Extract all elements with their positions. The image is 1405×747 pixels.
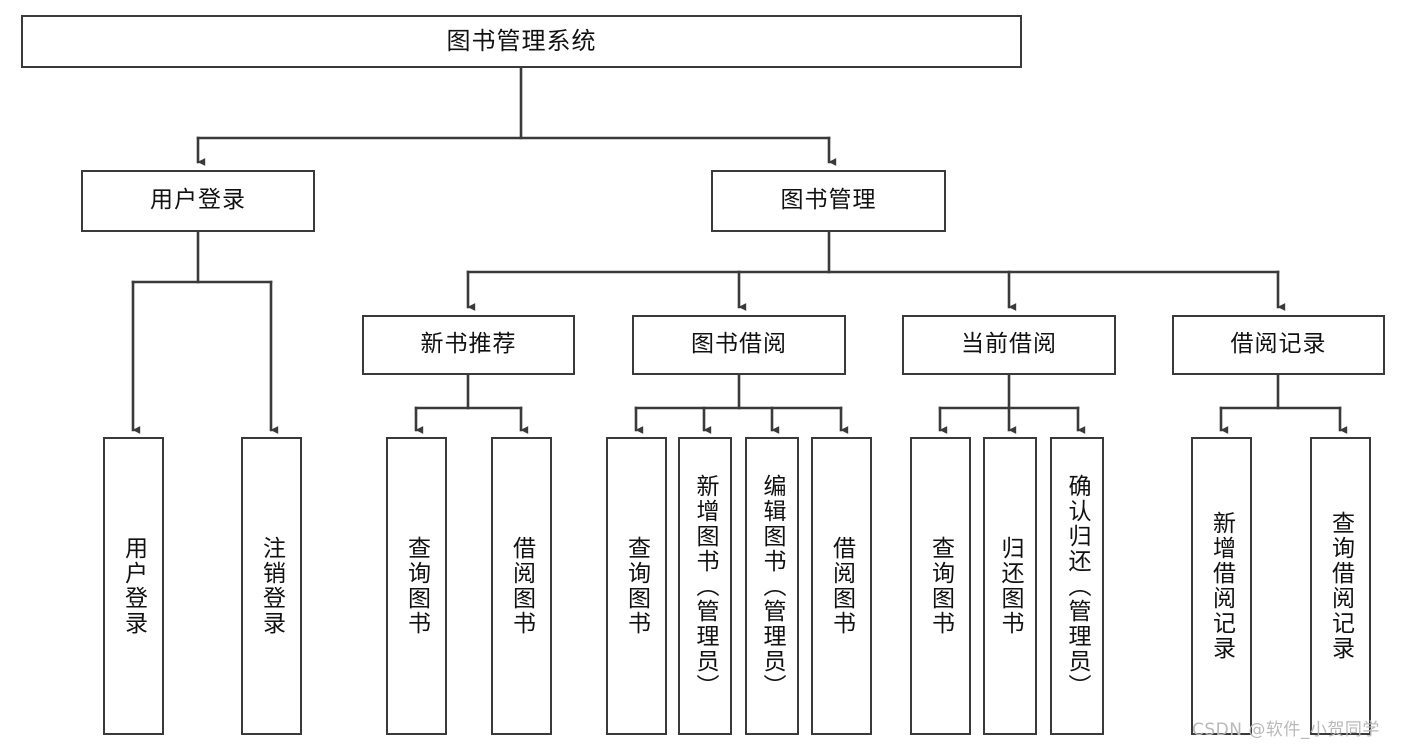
node-label: 图书管理系统 xyxy=(446,27,597,56)
node-user-login[interactable]: 用户登录 xyxy=(81,170,315,232)
leaf-user-login-logout[interactable]: 注销登录 xyxy=(241,437,302,735)
node-label: 查询借阅记录 xyxy=(1327,511,1354,661)
node-label: 新书推荐 xyxy=(420,331,517,358)
leaf-current-borrow-query[interactable]: 查询图书 xyxy=(910,437,971,735)
leaf-book-borrow-edit[interactable]: 编辑图书（管理员） xyxy=(745,437,799,735)
leaf-borrow-record-add[interactable]: 新增借阅记录 xyxy=(1191,437,1252,735)
node-label: 图书管理 xyxy=(780,187,877,214)
node-label: 借阅图书 xyxy=(508,536,535,636)
node-label: 新增图书（管理员） xyxy=(692,473,719,699)
leaf-user-login-login[interactable]: 用户登录 xyxy=(103,437,164,735)
node-book-borrow[interactable]: 图书借阅 xyxy=(632,315,846,375)
node-label: 查询图书 xyxy=(927,536,954,636)
node-label: 用户登录 xyxy=(150,187,246,214)
node-label: 确认归还（管理员） xyxy=(1064,473,1091,699)
node-label: 新增借阅记录 xyxy=(1208,511,1235,661)
leaf-borrow-record-query[interactable]: 查询借阅记录 xyxy=(1310,437,1371,735)
node-new-book-recommend[interactable]: 新书推荐 xyxy=(362,315,575,375)
leaf-book-borrow-borrow[interactable]: 借阅图书 xyxy=(811,437,872,735)
node-label: 注销登录 xyxy=(258,536,285,636)
node-label: 查询图书 xyxy=(403,536,430,636)
node-label: 借阅图书 xyxy=(828,536,855,636)
node-label: 当前借阅 xyxy=(961,331,1057,358)
node-label: 借阅记录 xyxy=(1230,331,1327,358)
leaf-book-borrow-add[interactable]: 新增图书（管理员） xyxy=(678,437,732,735)
node-label: 归还图书 xyxy=(997,536,1024,636)
node-current-borrow[interactable]: 当前借阅 xyxy=(902,315,1116,375)
leaf-book-borrow-query[interactable]: 查询图书 xyxy=(606,437,667,735)
node-borrow-record[interactable]: 借阅记录 xyxy=(1172,315,1385,375)
node-label: 图书借阅 xyxy=(691,331,787,358)
node-label: 编辑图书（管理员） xyxy=(759,473,786,699)
leaf-new-book-query[interactable]: 查询图书 xyxy=(386,437,447,735)
leaf-current-borrow-confirm-return[interactable]: 确认归还（管理员） xyxy=(1050,437,1104,735)
node-label: 用户登录 xyxy=(120,536,147,636)
node-root-book-management-system[interactable]: 图书管理系统 xyxy=(21,15,1022,68)
node-label: 查询图书 xyxy=(623,536,650,636)
csdn-watermark: CSDN @软件_小贺同学 xyxy=(1192,720,1380,740)
node-book-management[interactable]: 图书管理 xyxy=(711,170,946,232)
leaf-new-book-borrow[interactable]: 借阅图书 xyxy=(491,437,552,735)
leaf-current-borrow-return[interactable]: 归还图书 xyxy=(983,437,1037,735)
